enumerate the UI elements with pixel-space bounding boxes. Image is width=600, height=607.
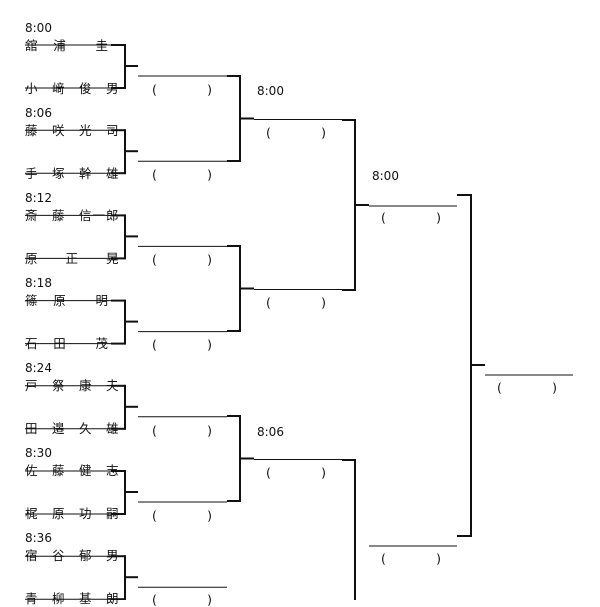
- match-time: 8:36: [25, 531, 52, 545]
- match-time: 8:24: [25, 361, 52, 375]
- player-name: 舘 浦 圭: [25, 38, 109, 53]
- player-name: 小 﨑 俊 男: [25, 81, 120, 96]
- round3-time: 8:00: [372, 169, 399, 183]
- round2-time: 8:00: [257, 84, 284, 98]
- match-time: 8:12: [25, 191, 52, 205]
- player-name: 梶 原 功 嗣: [25, 506, 120, 521]
- player-name: 斎 藤 信一郎: [25, 208, 120, 223]
- player-name: 手 塚 幹 雄: [25, 166, 120, 181]
- match-time: 8:06: [25, 106, 52, 120]
- match-time: 8:30: [25, 446, 52, 460]
- round2-time: 8:06: [257, 425, 284, 439]
- player-name: 佐 藤 健 志: [25, 463, 120, 478]
- player-name: 青 柳 基 朗: [25, 591, 120, 606]
- player-name: 石 田 茂: [25, 336, 109, 351]
- player-name: 宿 谷 郁 男: [25, 548, 120, 563]
- match-time: 8:18: [25, 276, 52, 290]
- player-name: 原 正 晃: [25, 251, 120, 266]
- player-name: 篠 原 明: [25, 293, 109, 308]
- player-name: 田 邉 久 雄: [25, 421, 120, 436]
- player-name: 藤 咲 光 司: [25, 123, 120, 138]
- match-time: 8:00: [25, 21, 52, 35]
- player-name: 戸 祭 康 夫: [25, 378, 120, 393]
